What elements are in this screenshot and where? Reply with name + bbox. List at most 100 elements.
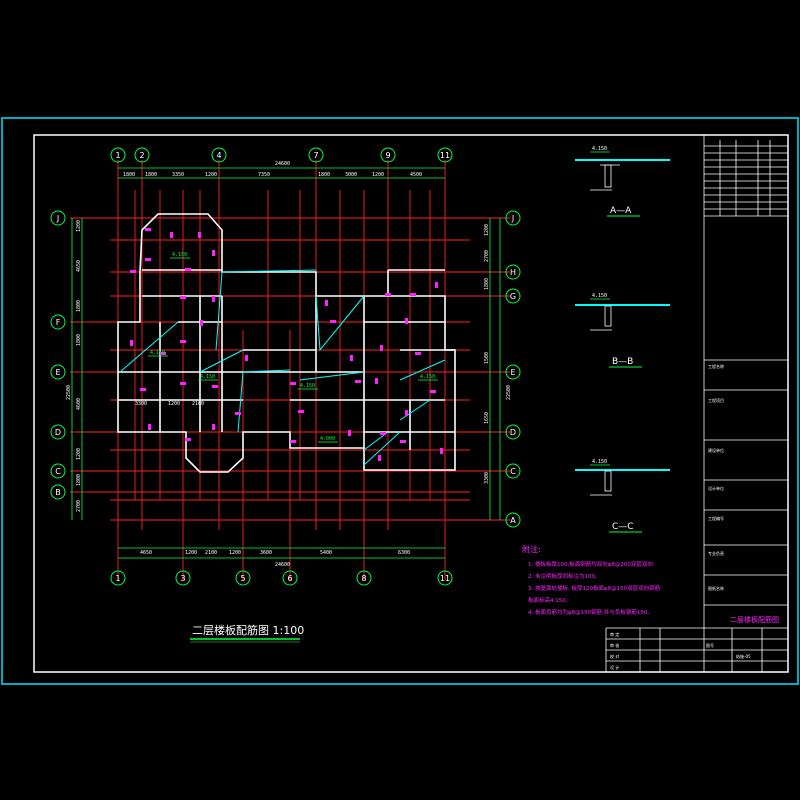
svg-text:22500: 22500 bbox=[506, 385, 512, 400]
svg-text:C—C: C—C bbox=[612, 522, 634, 532]
svg-text:4650: 4650 bbox=[76, 260, 82, 272]
drawing-number: 结施-05 bbox=[736, 653, 751, 659]
dimension-text-right: 22500 1200 2700 1800 1500 1650 3300 bbox=[484, 224, 512, 484]
svg-text:7350: 7350 bbox=[258, 172, 270, 178]
outer-frame bbox=[1, 117, 799, 685]
svg-text:B—B: B—B bbox=[612, 357, 633, 367]
svg-text:F: F bbox=[56, 318, 61, 327]
svg-text:1650: 1650 bbox=[484, 412, 490, 424]
svg-text:6300: 6300 bbox=[398, 550, 410, 556]
svg-text:1200: 1200 bbox=[76, 220, 82, 232]
dimension-text-bottom: 4650 1200 2100 1200 3600 5400 6300 24600 bbox=[140, 550, 410, 568]
svg-text:E: E bbox=[510, 368, 515, 377]
svg-text:2100: 2100 bbox=[205, 550, 217, 556]
axis-bubble-labels: 1 2 4 7 9 11 1 3 5 6 8 11 J F E D C B J … bbox=[55, 151, 516, 583]
svg-text:图号: 图号 bbox=[706, 642, 714, 648]
svg-text:J: J bbox=[511, 214, 514, 223]
svg-text:1500: 1500 bbox=[484, 352, 490, 364]
svg-text:1200: 1200 bbox=[205, 172, 217, 178]
svg-text:4. 板面负筋均为φ8@150钢筋,并与负板钢筋150。: 4. 板面负筋均为φ8@150钢筋,并与负板钢筋150。 bbox=[528, 608, 653, 616]
svg-text:D: D bbox=[55, 428, 61, 437]
axis-bubbles bbox=[50, 147, 521, 586]
dimension-lines bbox=[71, 167, 501, 559]
svg-text:24600: 24600 bbox=[275, 562, 290, 568]
svg-text:审 核: 审 核 bbox=[610, 642, 619, 648]
svg-text:图纸名称: 图纸名称 bbox=[708, 585, 724, 591]
svg-text:4.150: 4.150 bbox=[592, 293, 607, 299]
title-block bbox=[605, 135, 788, 672]
section-a: 4.150 A—A bbox=[575, 146, 670, 217]
svg-text:4: 4 bbox=[216, 151, 221, 160]
svg-text:审 定: 审 定 bbox=[610, 631, 619, 637]
svg-text:4.150: 4.150 bbox=[172, 252, 187, 258]
svg-text:1800: 1800 bbox=[123, 172, 135, 178]
svg-text:4650: 4650 bbox=[140, 550, 152, 556]
svg-text:4.150: 4.150 bbox=[200, 374, 215, 380]
svg-text:3300: 3300 bbox=[484, 472, 490, 484]
svg-text:4.150: 4.150 bbox=[150, 350, 165, 356]
svg-text:建设单位: 建设单位 bbox=[708, 447, 724, 453]
svg-text:6: 6 bbox=[287, 574, 292, 583]
svg-text:4.150: 4.150 bbox=[420, 374, 435, 380]
svg-text:C: C bbox=[510, 467, 516, 476]
drawing-title: 二层楼板配筋图 1:100 bbox=[192, 623, 304, 637]
svg-text:工程项目: 工程项目 bbox=[708, 397, 724, 403]
inner-frame bbox=[33, 134, 789, 673]
svg-text:专业负责: 专业负责 bbox=[708, 550, 724, 556]
svg-text:2100: 2100 bbox=[192, 401, 204, 407]
svg-text:3600: 3600 bbox=[260, 550, 272, 556]
elevation-marks: 4.150 4.150 4.150 4.150 4.000 4.150 bbox=[148, 252, 438, 443]
svg-text:H: H bbox=[510, 268, 516, 277]
svg-text:2700: 2700 bbox=[484, 250, 490, 262]
svg-text:E: E bbox=[55, 368, 60, 377]
svg-text:1: 1 bbox=[115, 151, 120, 160]
svg-text:附注:: 附注: bbox=[522, 544, 541, 554]
svg-text:3000: 3000 bbox=[345, 172, 357, 178]
svg-text:A: A bbox=[510, 516, 516, 525]
svg-text:9: 9 bbox=[385, 151, 390, 160]
svg-text:4.150: 4.150 bbox=[300, 383, 315, 389]
svg-text:1800: 1800 bbox=[145, 172, 157, 178]
svg-text:24600: 24600 bbox=[275, 161, 290, 167]
section-c: 4.150 C—C bbox=[575, 459, 670, 533]
svg-text:3350: 3350 bbox=[172, 172, 184, 178]
svg-text:4.000: 4.000 bbox=[320, 436, 335, 442]
sheet-name: 二层楼板配筋图 bbox=[730, 615, 779, 624]
svg-text:1200: 1200 bbox=[168, 401, 180, 407]
svg-text:4.150: 4.150 bbox=[592, 146, 607, 152]
svg-text:2: 2 bbox=[139, 151, 144, 160]
building-walls bbox=[117, 213, 456, 473]
svg-text:设计单位: 设计单位 bbox=[708, 485, 724, 491]
svg-text:1800: 1800 bbox=[76, 300, 82, 312]
svg-text:7: 7 bbox=[313, 151, 318, 160]
svg-text:1800: 1800 bbox=[484, 278, 490, 290]
svg-text:3300: 3300 bbox=[135, 401, 147, 407]
notes: 附注: 1. 楼板板厚100,板面钢筋均双向φ8@200双层双向 2. 未注明板… bbox=[522, 544, 661, 616]
svg-text:D: D bbox=[510, 428, 516, 437]
svg-text:1200: 1200 bbox=[76, 448, 82, 460]
svg-text:4500: 4500 bbox=[410, 172, 422, 178]
svg-text:8: 8 bbox=[361, 574, 366, 583]
slab-lines bbox=[119, 269, 446, 466]
rebar-marks bbox=[130, 228, 443, 461]
title-block-text: 工程名称 工程项目 建设单位 设计单位 工程编号 专业负责 图纸名称 审 定 审… bbox=[610, 363, 751, 670]
svg-text:11: 11 bbox=[440, 151, 450, 160]
dimension-text-top: 24600 1800 1800 3350 1200 7350 1800 3000… bbox=[123, 161, 422, 178]
svg-text:工程名称: 工程名称 bbox=[708, 363, 724, 369]
svg-text:1200: 1200 bbox=[372, 172, 384, 178]
dimension-text-left: 22500 1200 4650 1800 1800 4600 1200 1800… bbox=[66, 220, 82, 512]
svg-text:板面标高4.150,: 板面标高4.150, bbox=[528, 596, 568, 604]
svg-text:1. 楼板板厚100,板面钢筋均双向φ8@200双层双向: 1. 楼板板厚100,板面钢筋均双向φ8@200双层双向 bbox=[528, 560, 653, 568]
svg-text:A—A: A—A bbox=[610, 206, 632, 216]
svg-text:C: C bbox=[55, 467, 61, 476]
svg-text:5: 5 bbox=[240, 574, 245, 583]
svg-text:2. 未注明板厚同标注为100,: 2. 未注明板厚同标注为100, bbox=[528, 572, 597, 580]
svg-text:1800: 1800 bbox=[76, 334, 82, 346]
svg-text:1200: 1200 bbox=[185, 550, 197, 556]
svg-text:J: J bbox=[56, 214, 59, 223]
svg-text:4600: 4600 bbox=[76, 398, 82, 410]
svg-text:2700: 2700 bbox=[76, 500, 82, 512]
svg-text:工程编号: 工程编号 bbox=[708, 515, 724, 521]
svg-text:1800: 1800 bbox=[318, 172, 330, 178]
